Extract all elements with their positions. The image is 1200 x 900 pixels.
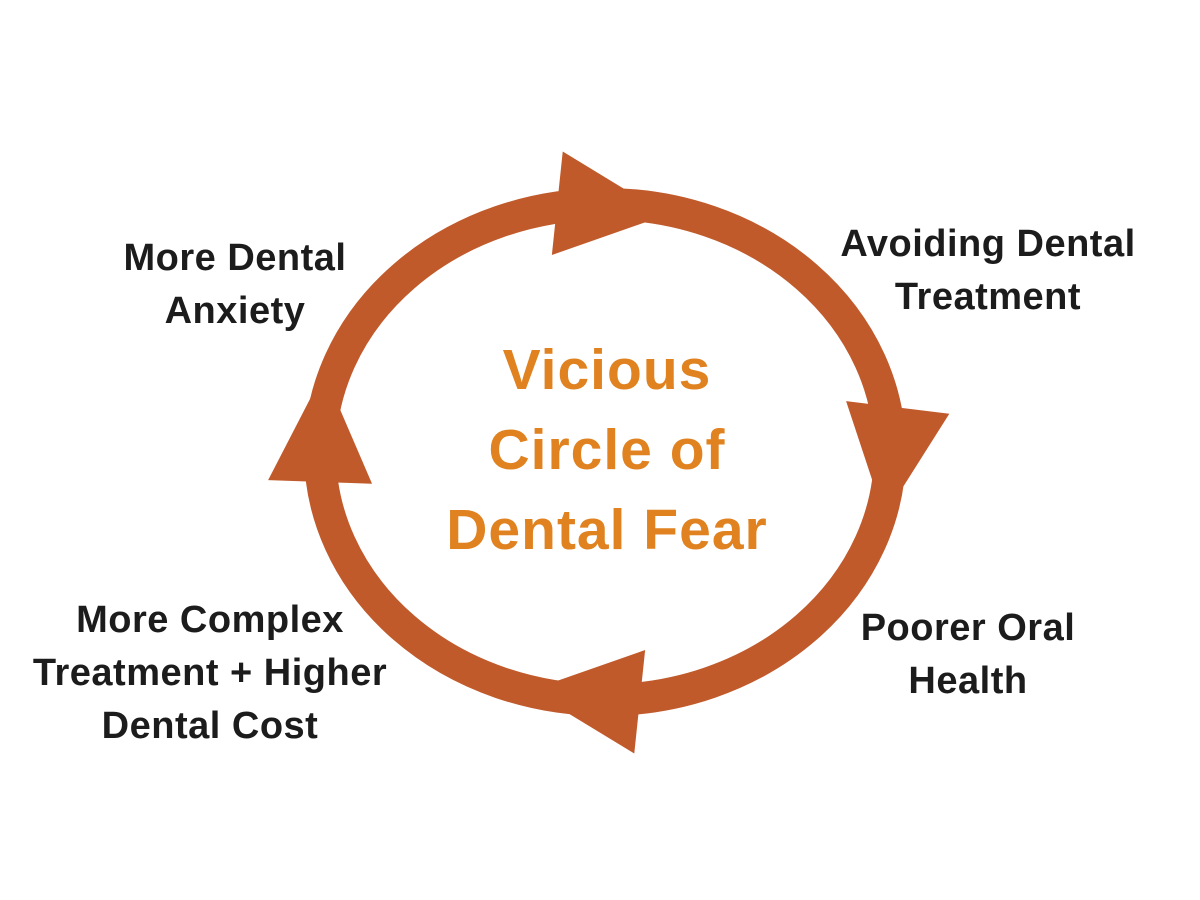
node-label-line: Avoiding Dental: [840, 223, 1136, 265]
cycle-arrowhead-right-icon: [846, 401, 950, 517]
cycle-arrowhead-bottom-icon: [530, 650, 646, 754]
diagram-title-line-3: Dental Fear: [446, 498, 768, 562]
diagram-title-line-1: Vicious: [502, 338, 712, 402]
diagram-title: Vicious Circle of Dental Fear: [446, 330, 767, 570]
diagram-title-line-2: Circle of: [488, 418, 726, 482]
node-label-line: Poorer Oral: [860, 607, 1076, 649]
node-label-line: More Dental: [123, 237, 347, 279]
node-label-line: Treatment + Higher: [32, 652, 388, 694]
cycle-arrowhead-top-icon: [551, 151, 667, 255]
node-label-line: Dental Cost: [101, 705, 319, 747]
node-poorer-oral-health: Poorer Oral Health: [861, 602, 1076, 708]
node-label-line: Health: [908, 660, 1028, 702]
node-label-line: Treatment: [894, 276, 1082, 318]
node-label-line: Anxiety: [164, 290, 306, 332]
cycle-arrowhead-left-icon: [268, 372, 373, 484]
node-avoiding-dental-treatment: Avoiding Dental Treatment: [840, 218, 1135, 324]
node-more-complex-treatment-higher-dental-cost: More Complex Treatment + Higher Dental C…: [33, 594, 387, 753]
node-more-dental-anxiety: More Dental Anxiety: [124, 232, 347, 338]
node-label-line: More Complex: [76, 599, 344, 641]
